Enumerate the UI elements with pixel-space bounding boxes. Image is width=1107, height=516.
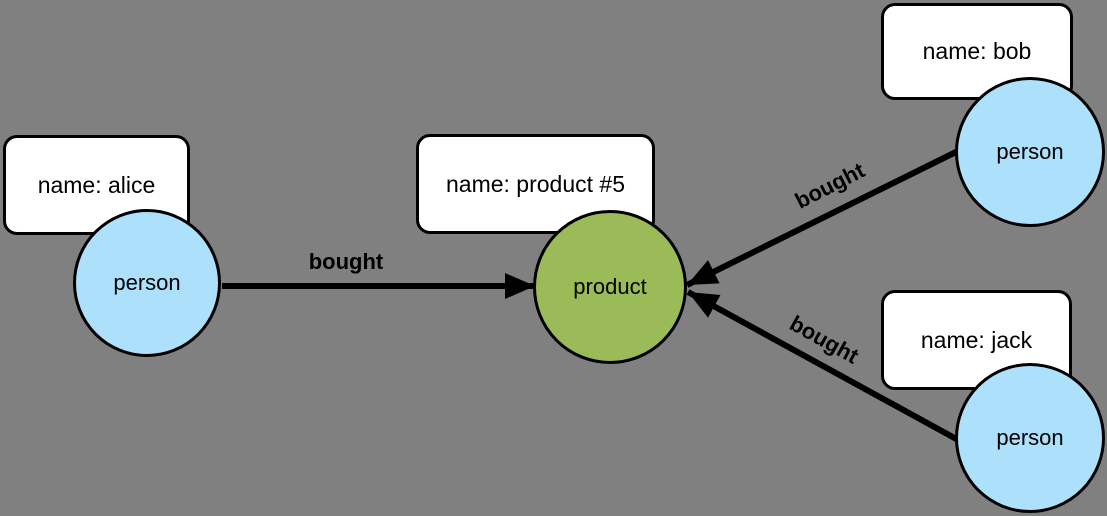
property-label-product: name: product #5	[445, 170, 625, 197]
node-person-jack: person	[955, 363, 1105, 513]
node-label-jack: person	[996, 425, 1064, 450]
node-label-alice: person	[113, 270, 181, 295]
node-person-bob: person	[955, 77, 1105, 227]
node-person-alice: person	[73, 209, 221, 357]
node-label-product: product	[573, 274, 647, 299]
edge-label-alice-bought: bought	[308, 249, 384, 274]
node-label-bob: person	[996, 139, 1064, 164]
property-label-alice: name: alice	[37, 171, 156, 198]
property-label-jack: name: jack	[920, 326, 1033, 353]
edge-jack-bought-product	[686, 289, 962, 444]
property-label-bob: name: bob	[922, 38, 1032, 64]
node-product: product	[533, 210, 687, 364]
edge-bob-bought-product	[685, 146, 964, 288]
